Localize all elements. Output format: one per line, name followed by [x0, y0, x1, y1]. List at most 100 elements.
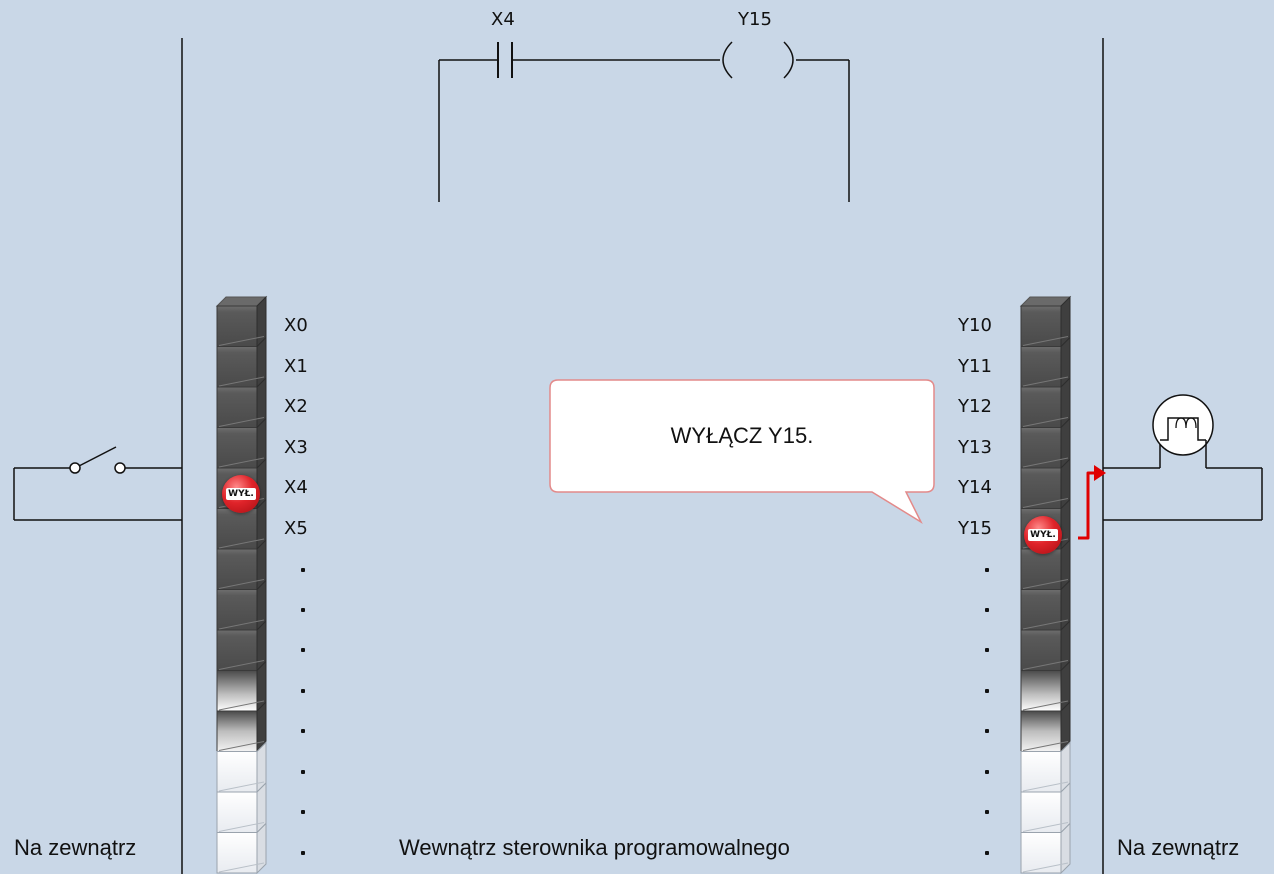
output-register-edge: [1022, 457, 1069, 468]
output-signal-arrow: [1078, 471, 1096, 540]
coil-y15-right-arc: [783, 41, 794, 79]
input-register-edge: [218, 417, 265, 427]
output-register-edge: [1022, 619, 1069, 630]
output-register-cell: [1020, 305, 1062, 347]
output-y15-state-text: WYŁ.: [1028, 529, 1058, 541]
callout-text: WYŁĄCZ Y15.: [670, 423, 814, 448]
input-register-edge: [218, 741, 265, 751]
switch-blade: [78, 446, 117, 467]
output-continuation-dot: [985, 689, 989, 693]
callout-bubble: [549, 379, 935, 525]
region-label-outside-left: Na zewnątrz: [14, 835, 137, 860]
input-register-edge: [218, 457, 265, 468]
output-continuation-dot: [985, 729, 989, 733]
input-register-cell: [216, 589, 258, 631]
contact-x4-label: X4: [491, 9, 515, 30]
output-label-y12: Y12: [958, 396, 992, 417]
output-register-cell: [1020, 791, 1062, 833]
input-continuation-dot: [301, 608, 305, 612]
input-x4-state-text: WYŁ.: [226, 488, 256, 500]
input-register-edge: [218, 781, 265, 792]
output-register-stack: [1019, 295, 1072, 874]
input-register-edge: [218, 822, 265, 832]
input-register-edge: [218, 862, 265, 873]
output-register-edge: [1022, 336, 1069, 346]
output-register-edge: [1022, 417, 1069, 427]
input-register-side: [256, 822, 267, 874]
output-register-edge: [1022, 376, 1069, 387]
output-continuation-dot: [985, 648, 989, 652]
input-continuation-dot: [301, 810, 305, 814]
input-register-edge: [218, 619, 265, 630]
input-register-cell: [216, 832, 258, 874]
output-register-cell: [1020, 467, 1062, 509]
input-register-edge: [218, 700, 265, 711]
output-register-edge: [1022, 700, 1069, 711]
output-signal-arrowhead: [1094, 465, 1106, 481]
input-register-cell: [216, 548, 258, 590]
input-register-cell: [216, 427, 258, 469]
lamp-icon: [1152, 394, 1214, 456]
input-continuation-dot: [301, 851, 305, 855]
region-label-inside-plc: Wewnątrz sterownika programowalnego: [399, 835, 790, 860]
input-register-cell: [216, 346, 258, 388]
output-register-cell: [1020, 751, 1062, 793]
output-register-edge: [1022, 781, 1069, 792]
output-label-y15: Y15: [958, 518, 992, 539]
input-continuation-dot: [301, 770, 305, 774]
output-register-edge: [1022, 660, 1069, 670]
input-label-x0: X0: [284, 315, 308, 336]
input-register-edge: [218, 660, 265, 670]
input-register-edge: [218, 376, 265, 387]
output-label-y10: Y10: [958, 315, 992, 336]
output-register-cell: [1020, 386, 1062, 428]
input-register-cell: [216, 791, 258, 833]
switch-terminal-left: [69, 462, 81, 474]
input-register-cell: [216, 670, 258, 712]
switch-circuit: [13, 446, 182, 521]
output-continuation-dot: [985, 568, 989, 572]
input-register-edge: [218, 538, 265, 549]
output-register-side: [1060, 822, 1071, 874]
output-register-edge: [1022, 741, 1069, 751]
output-register-edge: [1022, 498, 1069, 508]
switch-terminal-right: [114, 462, 126, 474]
ladder-rung: [438, 41, 850, 202]
output-register-edge: [1022, 579, 1069, 589]
input-register-edge: [218, 579, 265, 589]
input-register-cell: [216, 508, 258, 550]
output-register-cell: [1020, 548, 1062, 590]
output-register-edge: [1022, 822, 1069, 832]
output-continuation-dot: [985, 810, 989, 814]
output-register-cell: [1020, 710, 1062, 752]
coil-y15-label: Y15: [738, 9, 772, 30]
input-register-edge: [218, 336, 265, 346]
input-label-x5: X5: [284, 518, 308, 539]
input-register-cell: [216, 305, 258, 347]
input-x4-state-badge: WYŁ.: [222, 475, 260, 513]
output-register-cell: [1020, 670, 1062, 712]
input-register-cell: [216, 629, 258, 671]
output-y15-state-badge: WYŁ.: [1024, 516, 1062, 554]
input-continuation-dot: [301, 689, 305, 693]
input-register-stack: [215, 295, 268, 874]
input-label-x4: X4: [284, 477, 308, 498]
lamp-circuit: [1103, 394, 1263, 521]
input-continuation-dot: [301, 729, 305, 733]
output-register-cell: [1020, 629, 1062, 671]
output-register-cell: [1020, 832, 1062, 874]
output-register-edge: [1022, 862, 1069, 873]
input-register-cell: [216, 751, 258, 793]
input-register-cell: [216, 710, 258, 752]
output-label-y11: Y11: [958, 356, 992, 377]
input-label-x2: X2: [284, 396, 308, 417]
input-continuation-dot: [301, 568, 305, 572]
output-register-cell: [1020, 589, 1062, 631]
input-register-cell: [216, 386, 258, 428]
region-label-outside-right: Na zewnątrz: [1117, 835, 1240, 860]
output-register-cell: [1020, 427, 1062, 469]
coil-y15-left-arc: [722, 41, 733, 79]
output-continuation-dot: [985, 770, 989, 774]
output-label-y14: Y14: [958, 477, 992, 498]
